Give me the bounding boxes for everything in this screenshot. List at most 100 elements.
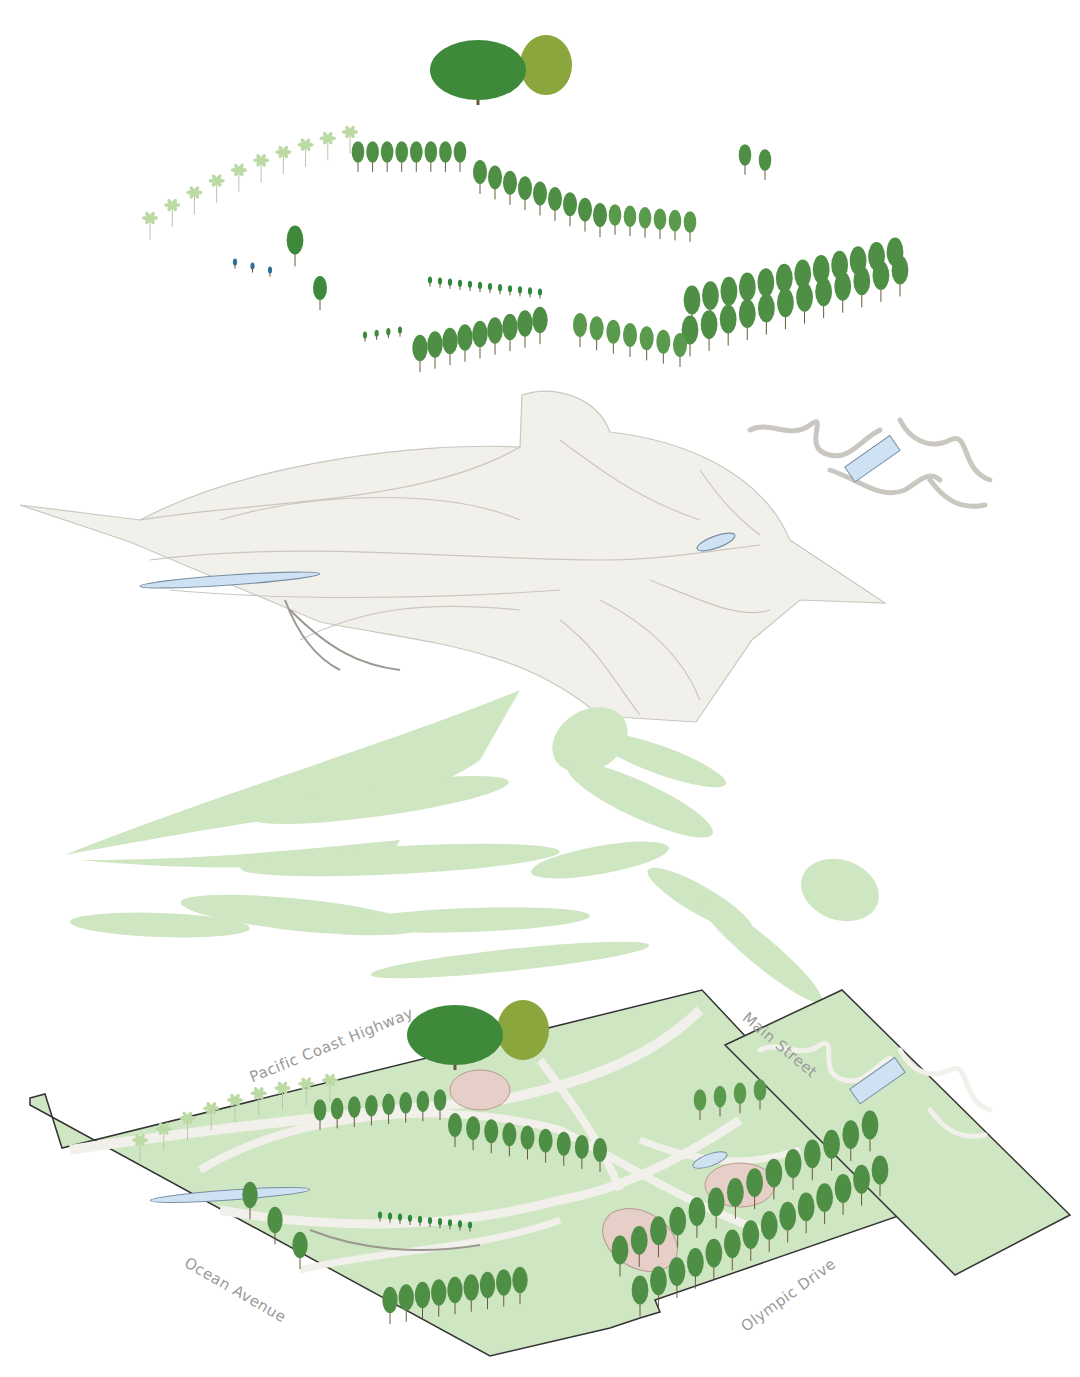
tree [673,333,687,367]
tree [804,1139,821,1180]
street-label: Ocean Avenue [181,1254,289,1327]
tree [654,208,667,239]
palm [275,1081,291,1110]
tree [425,141,438,172]
tree [431,1279,446,1316]
tree [287,226,304,267]
tree [734,1083,747,1114]
tree [593,1138,607,1172]
tree [785,1149,802,1190]
tree [242,1182,257,1219]
tree [233,258,237,268]
tree [378,1211,382,1221]
tree [386,328,390,338]
tree [701,310,718,351]
tree [759,149,772,180]
tree [521,1126,535,1160]
tree [656,330,670,364]
canopy [497,1000,549,1060]
palm [275,145,291,174]
tree [448,1219,452,1229]
tree [609,204,622,235]
canopy [407,1005,503,1065]
tree [720,305,737,346]
palm [298,138,314,167]
tree [464,1274,479,1311]
tree [398,326,402,336]
tree [442,328,457,365]
tree [742,1220,759,1261]
hardscape-layer [20,391,885,722]
tree [415,1282,430,1319]
tree [761,1211,778,1252]
tree [532,307,547,344]
tree [427,331,442,368]
palm [156,1122,172,1151]
tree [593,203,607,237]
tree [472,321,487,358]
tree [267,1207,282,1244]
planting-layer [65,690,888,1012]
tree [873,261,890,302]
tree [487,317,502,354]
tree [724,1229,741,1270]
tree [412,335,427,372]
tree-layer [132,35,908,1324]
tree [862,1111,879,1152]
tree [669,1257,686,1298]
tree [314,1099,327,1130]
tree [590,316,604,350]
tree [375,330,379,340]
tree [842,1120,859,1161]
tree [382,1093,395,1124]
tree [496,1269,511,1306]
palm [231,163,247,192]
tree [438,1218,442,1228]
tree [399,1284,414,1321]
tree [410,141,423,172]
palm [142,211,158,240]
palm [203,1101,219,1130]
tree [448,1113,462,1147]
tree [352,141,365,172]
tree [466,1116,480,1150]
tree [684,211,697,242]
tree [689,1197,706,1238]
tree [746,1168,763,1209]
tree [458,280,462,290]
tree [434,1089,447,1120]
tree [381,141,394,172]
palm [298,1077,314,1106]
tree [438,277,442,287]
tree [714,1086,727,1117]
tree [892,256,909,297]
tree [758,294,775,335]
palm [251,1086,267,1115]
tree [498,284,502,294]
tree [418,1216,422,1226]
tree [408,1215,412,1225]
tree [363,331,367,341]
tree [796,283,813,324]
tree [395,141,408,172]
tree [398,1214,402,1224]
palm [322,1073,338,1102]
tree [399,1092,412,1123]
tree [439,141,452,172]
tree [694,1089,707,1120]
tree [640,326,654,360]
tree [458,1220,462,1230]
tree [705,1239,722,1280]
tree [739,299,756,340]
tree [853,1165,870,1206]
tree [454,141,467,172]
tree [518,286,522,296]
palm [164,198,180,227]
tree [557,1132,571,1166]
palm [132,1133,148,1162]
tree [573,313,587,347]
tree [539,1129,553,1163]
tree [548,187,562,221]
tree [578,198,592,232]
